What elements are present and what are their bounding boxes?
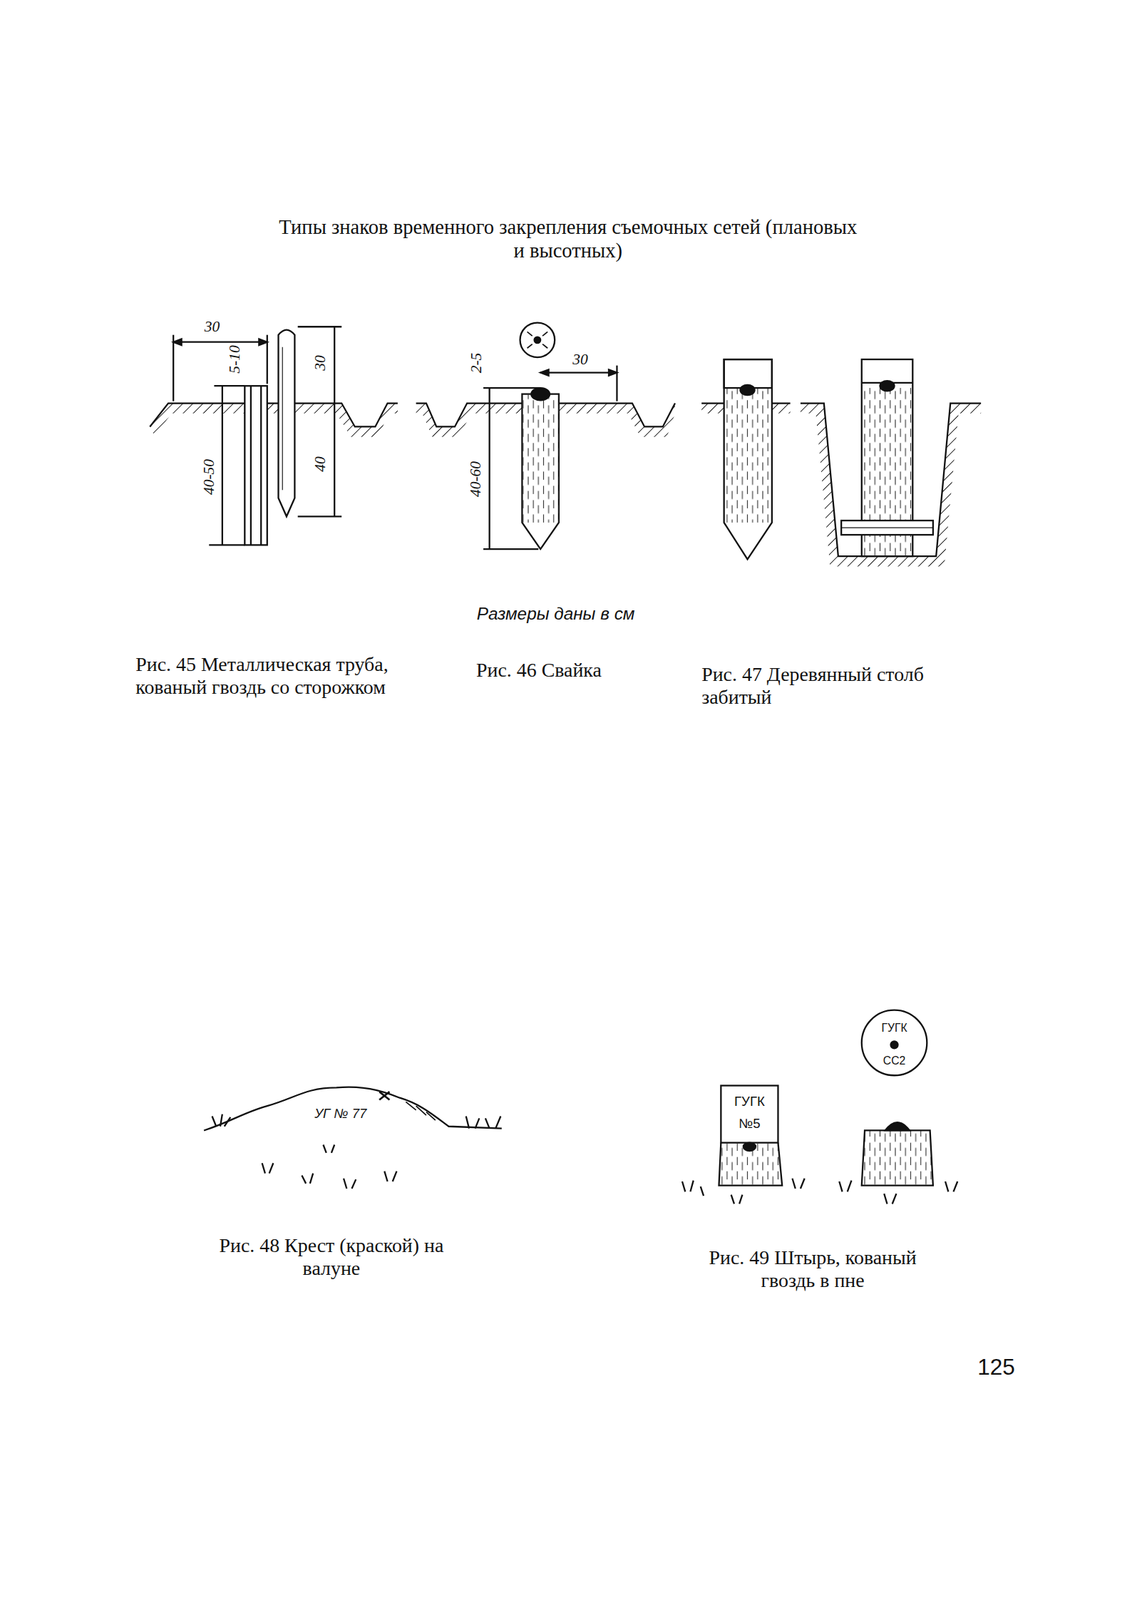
dimension: 40-50: [200, 459, 219, 495]
figure-49: [682, 1010, 958, 1205]
figure-caption: Рис. 45 Металлическая труба, кованый гво…: [135, 652, 447, 699]
figure-46: [416, 322, 676, 550]
plate-inscription: ГУГК: [734, 1093, 765, 1109]
dimension: 40: [311, 456, 330, 472]
dimension: 30: [572, 350, 589, 368]
plate-inscription: №5: [738, 1116, 760, 1132]
figure-48: [203, 1087, 502, 1189]
units-note: Размеры даны в см: [476, 603, 636, 624]
dimension: 5-10: [225, 345, 244, 373]
dimension: 30: [311, 355, 330, 372]
marker-inscription: УГ № 77: [314, 1105, 367, 1121]
figure-caption: Рис. 47 Деревянный столб забитый: [701, 662, 967, 709]
dimension: 30: [204, 317, 221, 336]
figure-caption: Рис. 46 Свайка: [476, 658, 681, 682]
dimension: 40-60: [466, 461, 485, 497]
figure-45: [149, 326, 398, 545]
stamp-inscription: СС2: [883, 1054, 906, 1068]
figure-caption: Рис. 48 Крест (краской) на валуне: [208, 1233, 454, 1280]
figure-caption: Рис. 49 Штырь, кованый гвоздь в пне: [680, 1246, 946, 1292]
stamp-inscription: ГУГК: [881, 1021, 907, 1035]
page-number: 125: [977, 1353, 1016, 1380]
dimension: 2-5: [467, 352, 486, 374]
page-title: Типы знаков временного закрепления съемо…: [272, 215, 864, 264]
figure-47: [701, 359, 981, 567]
